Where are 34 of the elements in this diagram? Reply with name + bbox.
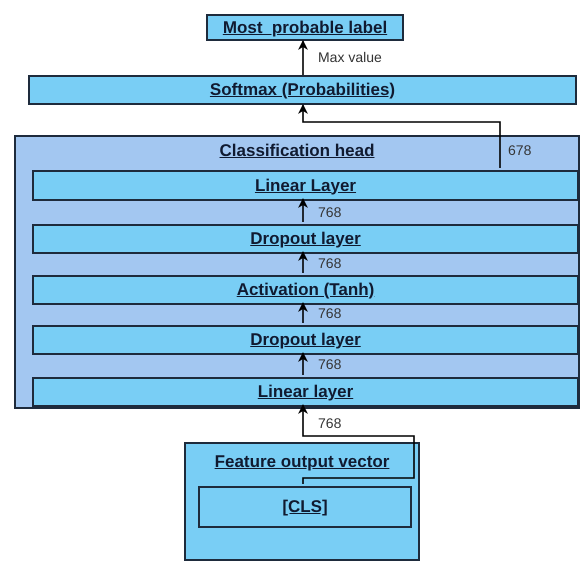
layer-box xyxy=(32,275,579,305)
layer-label: [CLS] xyxy=(282,497,328,517)
arrow xyxy=(298,40,308,75)
edge-label: 768 xyxy=(318,415,342,431)
layer-box xyxy=(32,377,579,407)
layer-label: Most probable label xyxy=(222,18,388,38)
layer-label: Activation (Tanh) xyxy=(236,280,374,300)
arrow xyxy=(298,198,308,222)
arrow xyxy=(298,251,308,273)
layer-box xyxy=(206,14,404,41)
group-box xyxy=(184,442,420,561)
arrow xyxy=(298,404,415,484)
arrow xyxy=(298,352,308,375)
layer-label: Linear Layer xyxy=(254,176,356,196)
layer-label: Linear layer xyxy=(258,382,354,402)
edge-label: 768 xyxy=(318,204,342,220)
group-title: Feature output vector xyxy=(214,452,390,472)
arrow xyxy=(298,302,308,323)
layer-label: Dropout layer xyxy=(250,330,361,350)
edge-label: 768 xyxy=(318,356,342,372)
group-box xyxy=(14,135,580,409)
arrow xyxy=(298,104,501,168)
layer-box xyxy=(32,224,579,254)
layer-box xyxy=(32,325,579,355)
group-title: Classification head xyxy=(220,141,374,161)
layer-box xyxy=(32,170,579,201)
layer-box xyxy=(198,486,412,528)
layer-box xyxy=(28,75,577,105)
edge-label: 768 xyxy=(318,305,342,321)
layer-label: Softmax (Probabilities) xyxy=(210,80,396,100)
edge-label: 768 xyxy=(318,255,342,271)
edge-label: 678 xyxy=(508,142,532,158)
layer-label: Dropout layer xyxy=(250,229,361,249)
edge-label: Max value xyxy=(318,49,382,65)
